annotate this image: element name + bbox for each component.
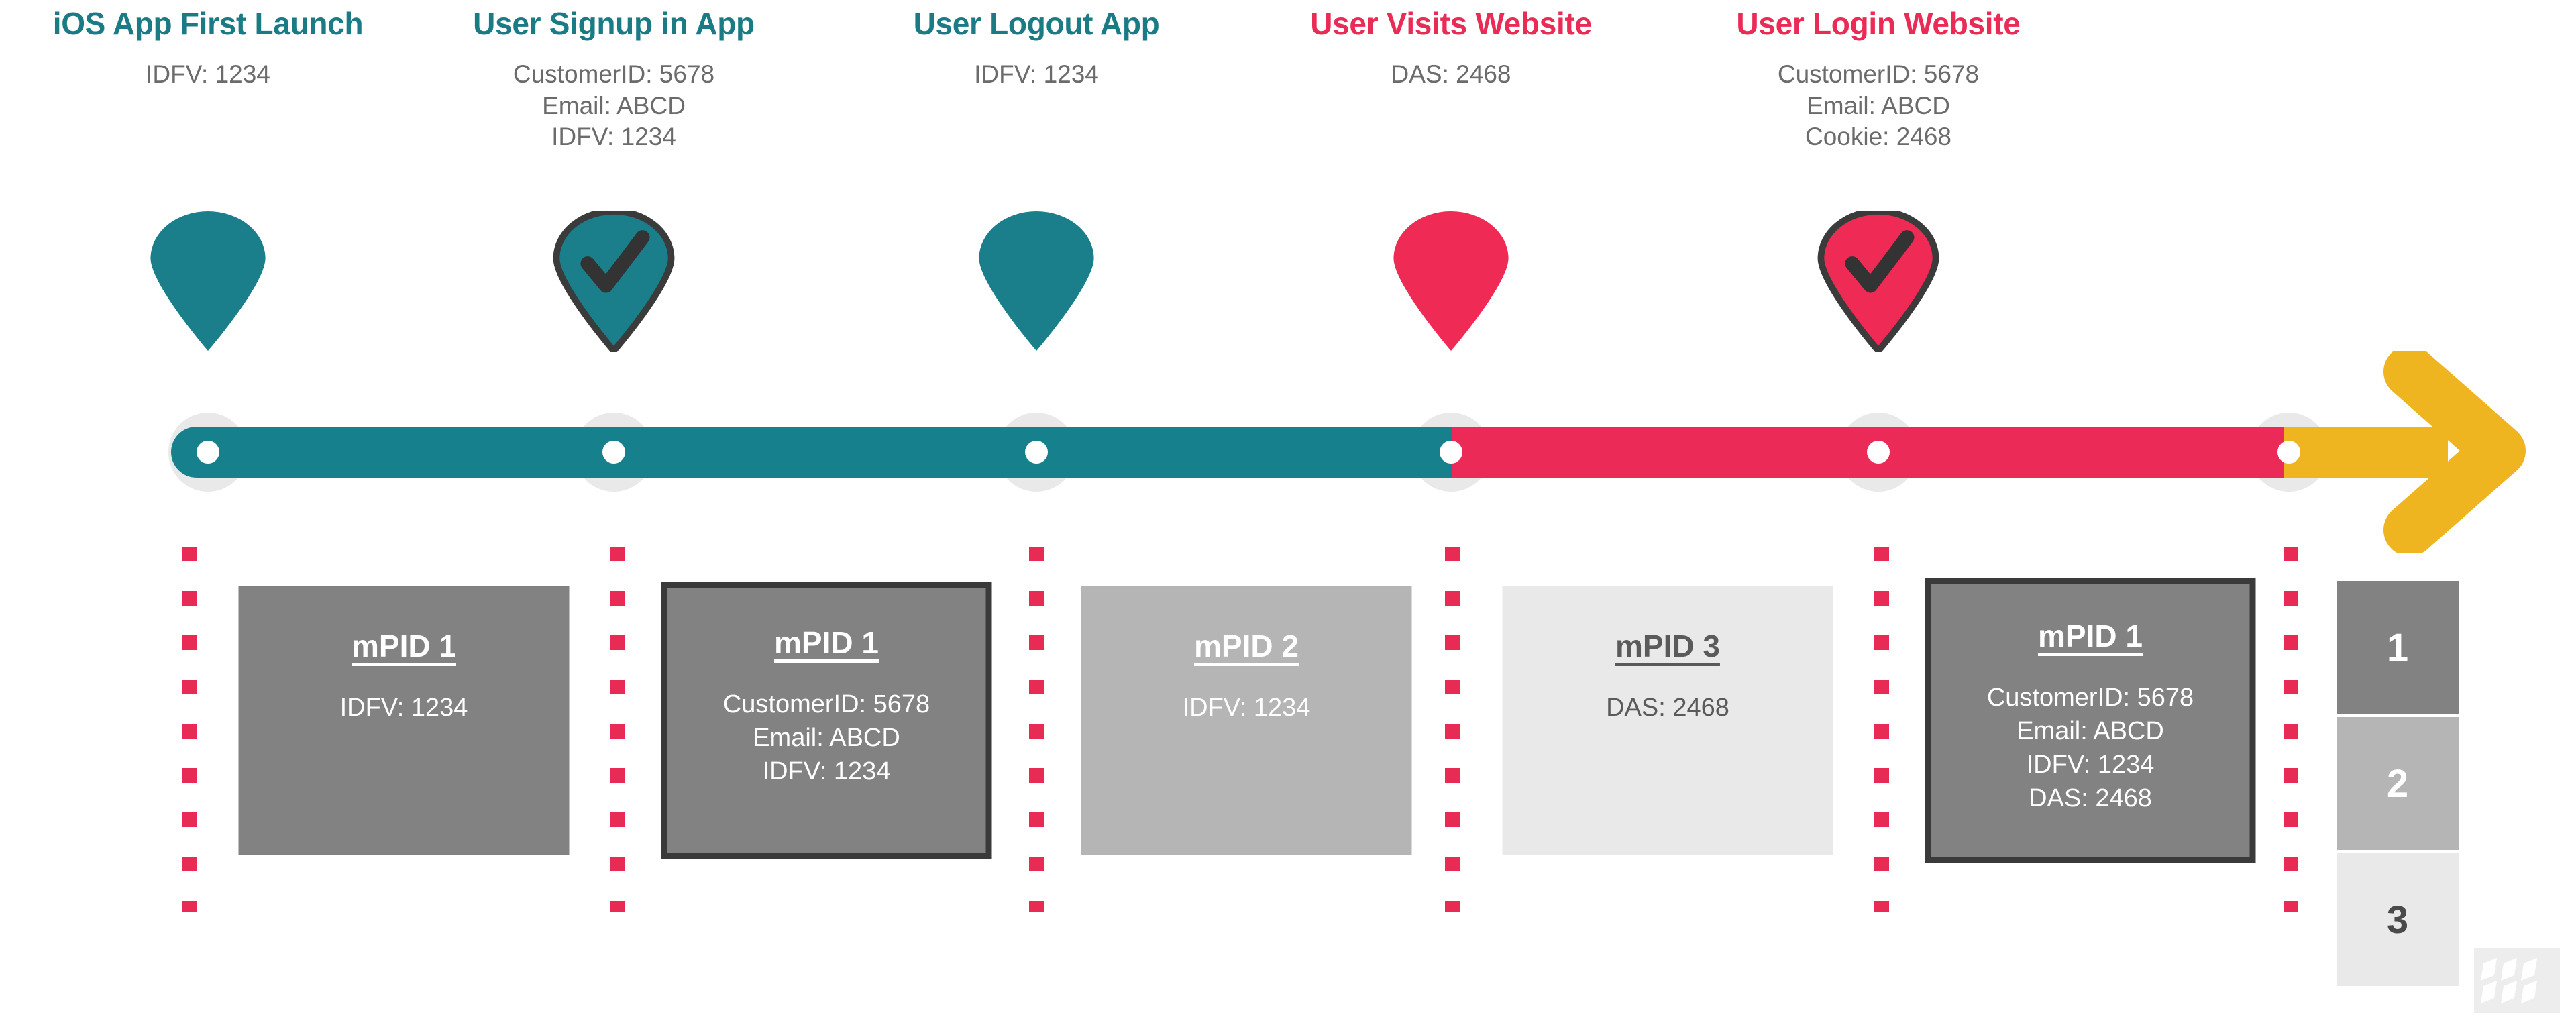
event-attributes: CustomerID: 5678 Email: ABCD IDFV: 1234 — [513, 60, 715, 151]
mpid-card-title: mPID 1 — [2038, 618, 2143, 653]
mpid-card-attributes: IDFV: 1234 — [339, 694, 468, 722]
legend-label: 3 — [2386, 898, 2409, 942]
column-separator-dotted — [2284, 547, 2298, 912]
mpid-card: mPID 1 IDFV: 1234 — [238, 586, 570, 855]
map-pin-check-icon-pink — [1813, 211, 1944, 352]
event-header-0: iOS App First Launch IDFV: 1234 — [53, 5, 364, 91]
event-attributes: DAS: 2468 — [1391, 60, 1511, 88]
column-separator-dotted — [182, 547, 197, 912]
timeline-node-dot[interactable] — [2277, 441, 2300, 464]
map-pin-check-icon-teal — [548, 211, 680, 352]
event-title: User Logout App — [913, 6, 1160, 41]
column-separator-dotted — [1445, 547, 1460, 912]
timeline-node-dot[interactable] — [1025, 441, 1048, 464]
legend-item-3: 3 — [2337, 853, 2459, 986]
mpid-card-title: mPID 3 — [1615, 629, 1720, 663]
event-attributes: IDFV: 1234 — [974, 60, 1099, 88]
mpid-card: mPID 2 IDFV: 1234 — [1081, 586, 1412, 855]
map-pin-icon-teal-plain — [142, 211, 274, 352]
mpid-card: mPID 3 DAS: 2468 — [1502, 586, 1833, 855]
mpid-card: mPID 1 CustomerID: 5678 Email: ABCD IDFV… — [661, 582, 992, 859]
mpid-card-attributes: CustomerID: 5678 Email: ABCD IDFV: 1234 — [722, 690, 930, 786]
map-pin-icon-teal-plain — [971, 211, 1102, 352]
event-title: iOS App First Launch — [52, 6, 364, 41]
column-separator-dotted — [1874, 547, 1889, 912]
mpid-card-title: mPID 1 — [352, 629, 456, 663]
timeline-arrow-icon — [2284, 351, 2565, 553]
legend-label: 2 — [2386, 761, 2409, 806]
timeline-bar — [171, 427, 2314, 478]
timeline-node-dot[interactable] — [602, 441, 625, 464]
mpid-card-title: mPID 2 — [1194, 629, 1299, 663]
timeline-node-dot[interactable] — [1867, 441, 1890, 464]
event-title: User Visits Website — [1310, 6, 1592, 41]
shade-legend: 1 2 3 — [2337, 581, 2459, 989]
legend-label: 1 — [2386, 625, 2409, 669]
mpid-card-title: mPID 1 — [774, 625, 879, 660]
mpid-card-attributes: IDFV: 1234 — [1182, 694, 1311, 722]
mpid-card-attributes: DAS: 2468 — [1606, 694, 1729, 722]
event-header-3: User Visits Website DAS: 2468 — [1310, 5, 1592, 91]
event-header-2: User Logout App IDFV: 1234 — [914, 5, 1160, 91]
event-attributes: IDFV: 1234 — [146, 60, 270, 88]
legend-item-1: 1 — [2337, 581, 2459, 714]
event-header-1: User Signup in App CustomerID: 5678 Emai… — [473, 5, 755, 153]
timeline-segment-app — [171, 427, 1452, 478]
column-separator-dotted — [1029, 547, 1044, 912]
event-attributes: CustomerID: 5678 Email: ABCD Cookie: 246… — [1777, 60, 1980, 151]
legend-item-2: 2 — [2337, 717, 2459, 850]
timeline-node-dot[interactable] — [197, 441, 219, 464]
event-header-4: User Login Website CustomerID: 5678 Emai… — [1736, 5, 2020, 153]
event-title: User Login Website — [1736, 6, 2021, 41]
mpid-card: mPID 1 CustomerID: 5678 Email: ABCD IDFV… — [1925, 578, 2256, 863]
event-title: User Signup in App — [473, 6, 755, 41]
map-pin-icon-pink-plain — [1385, 211, 1517, 352]
mpid-card-attributes: CustomerID: 5678 Email: ABCD IDFV: 1234 … — [1986, 684, 2194, 813]
timeline-node-dot[interactable] — [1440, 441, 1462, 464]
column-separator-dotted — [610, 547, 625, 912]
watermark-logo — [2474, 948, 2560, 1013]
